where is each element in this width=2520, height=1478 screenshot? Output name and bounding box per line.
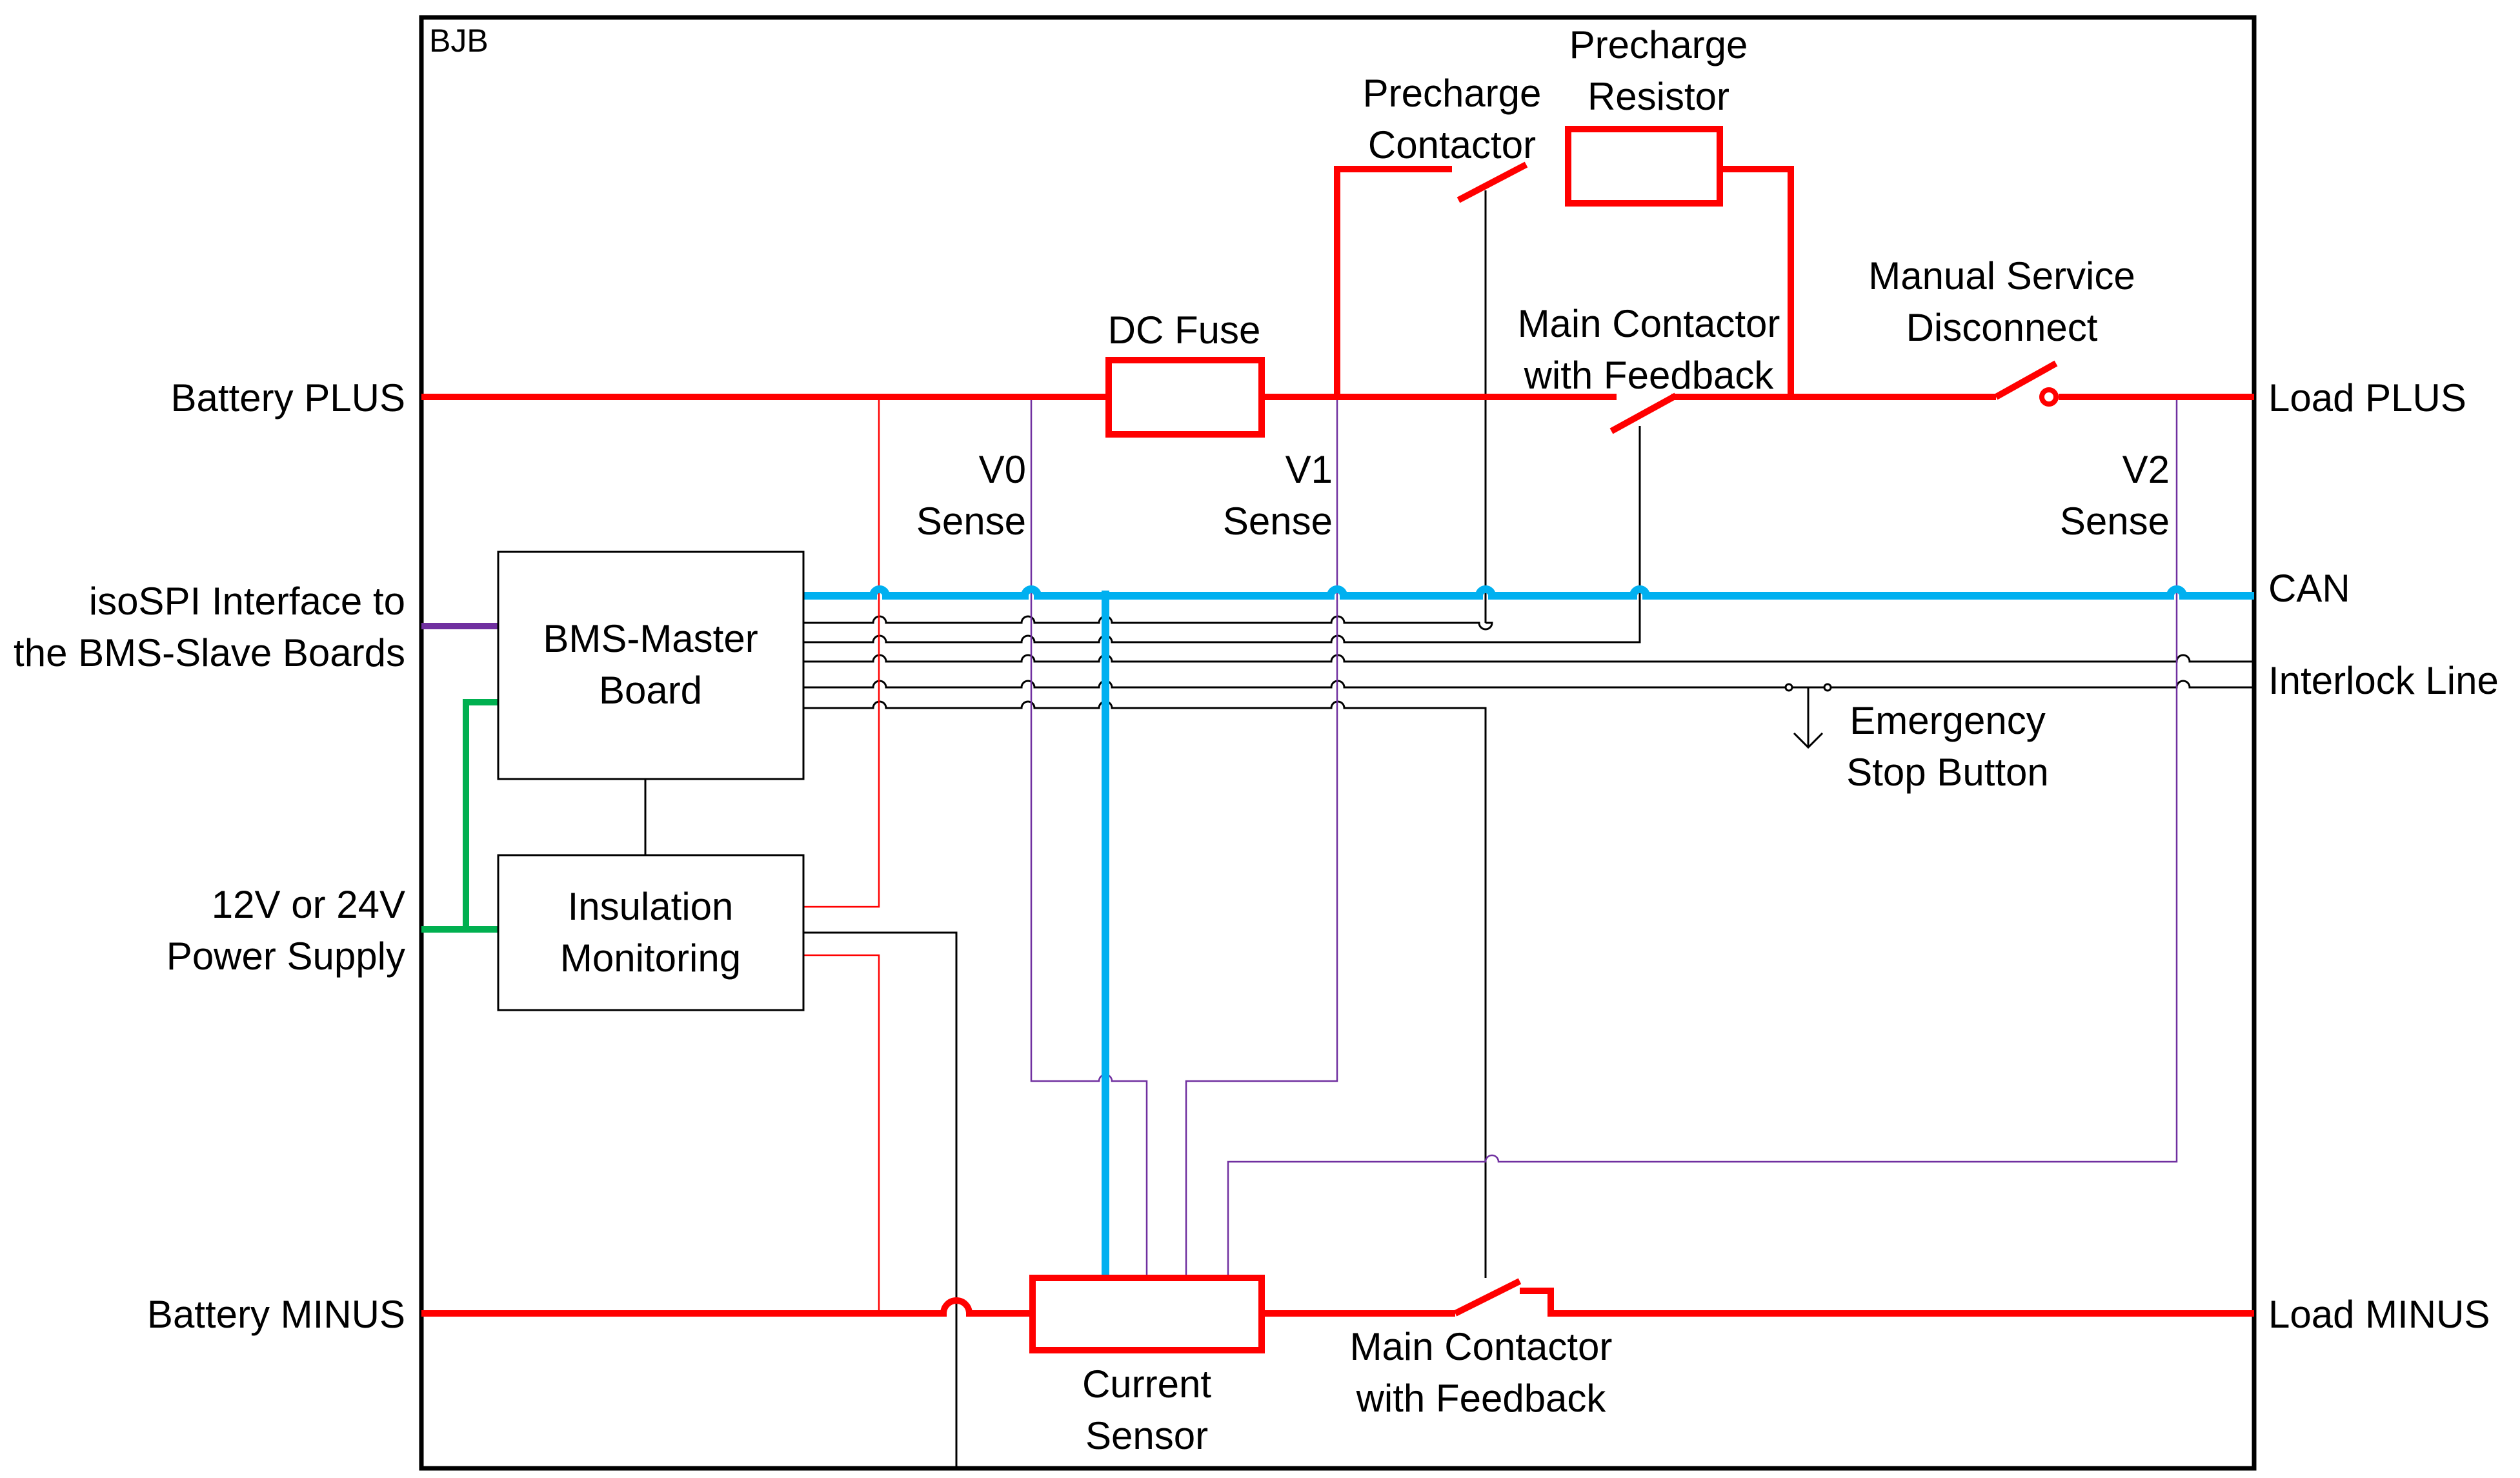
current-sensor [1029,1275,1265,1353]
isospi-label-line1: isoSPI Interface to [89,580,405,623]
load-plus-label: Load PLUS [2268,376,2466,420]
load-minus-label: Load MINUS [2268,1293,2490,1336]
msd-label-line1: Manual Service [1868,254,2135,298]
insulation-label-line2: Monitoring [560,936,741,980]
insulation-sense-lines [803,397,880,1310]
interlock-label: Interlock Line [2268,659,2499,702]
current-sensor-label-line1: Current [1082,1362,1211,1406]
v2-sense-label-line1: V2 [2122,448,2170,491]
emergency-stop-label-line2: Stop Button [1846,751,2049,794]
bms-master-label-line2: Board [599,669,702,712]
precharge-contactor-label-line1: Precharge [1363,72,1542,115]
battery-minus-label: Battery MINUS [147,1293,405,1336]
main-contactor-plus-label-line2: with Feedback [1524,354,1775,397]
msd-label-line2: Disconnect [1906,306,2098,349]
precharge-resistor-label-line2: Resistor [1588,75,1729,118]
v0-sense-label-line1: V0 [979,448,1026,491]
supply-label-line2: Power Supply [166,935,405,978]
precharge-contactor[interactable] [1457,161,1528,203]
emergency-stop-button[interactable] [1784,683,1832,749]
dc-fuse-label: DC Fuse [1108,309,1261,352]
can-label: CAN [2268,567,2350,610]
main-contactor-plus[interactable] [1609,392,1678,434]
bms-master-board [497,551,805,780]
component-labels: DC Fuse Precharge Contactor Precharge Re… [543,23,2135,1457]
v0-sense-label-line2: Sense [916,500,1026,543]
signal-lines [644,190,2254,1468]
negative-power-path [421,1288,2254,1317]
main-contactor-plus-label-line1: Main Contactor [1518,302,1780,345]
supply-label-line1: 12V or 24V [212,883,405,926]
current-sensor-label-line2: Sensor [1085,1414,1208,1457]
v1-sense-label-line2: Sense [1223,500,1333,543]
bms-master-label-line1: BMS-Master [543,617,758,660]
left-side-labels: Battery PLUS isoSPI Interface to the BMS… [14,376,405,1336]
v1-sense-label-line1: V1 [1285,448,1333,491]
battery-plus-label: Battery PLUS [171,376,406,420]
can-bus [803,585,2254,600]
manual-service-disconnect[interactable] [1994,360,2059,407]
insulation-label-line1: Insulation [568,885,734,928]
precharge-resistor [1565,126,1723,207]
insulation-monitoring [497,854,805,1011]
bjb-enclosure [419,15,2257,1471]
main-contactor-minus[interactable] [1453,1278,1522,1317]
isospi-label-line2: the BMS-Slave Boards [14,631,405,674]
main-contactor-minus-label-line1: Main Contactor [1350,1325,1613,1368]
emergency-stop-label-line1: Emergency [1850,699,2045,742]
voltage-sense-lines [1030,397,2178,1278]
main-contactor-minus-label-line2: with Feedback [1356,1377,1607,1420]
dc-fuse [1105,357,1265,438]
v2-sense-label-line2: Sense [2060,500,2170,543]
positive-power-path [421,166,2254,400]
power-supply-connection [421,699,498,933]
sense-labels: V0 Sense V1 Sense V2 Sense [916,448,2170,543]
enclosure-label: BJB [429,23,489,59]
right-side-labels: Load PLUS CAN Interlock Line Load MINUS [2268,376,2499,1336]
precharge-contactor-label-line2: Contactor [1368,123,1536,167]
precharge-resistor-label-line1: Precharge [1569,23,1748,66]
